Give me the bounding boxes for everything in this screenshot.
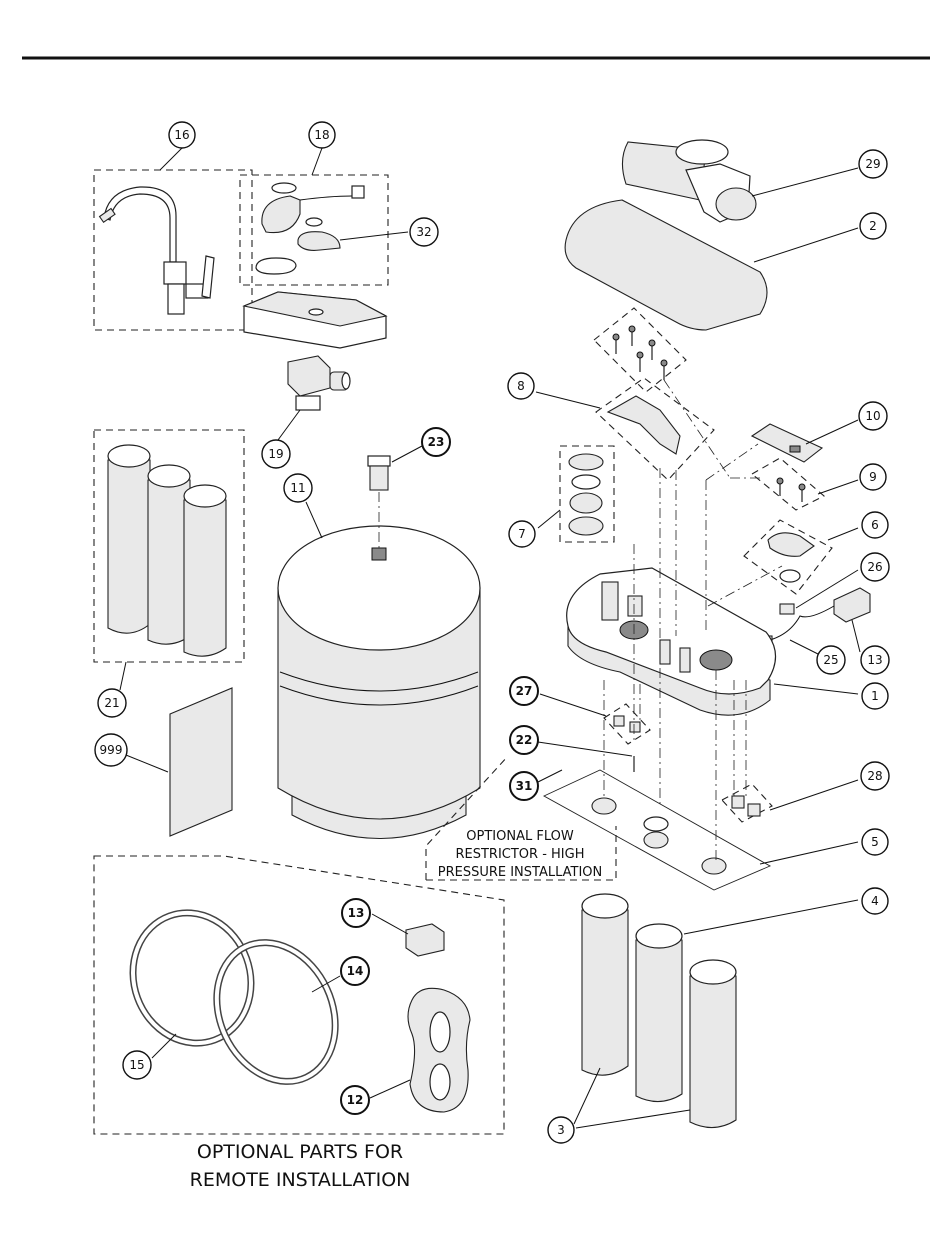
svg-text:4: 4 (871, 894, 879, 908)
svg-text:10: 10 (865, 409, 880, 423)
board-screw-box (752, 458, 824, 510)
callout-27: 27 (510, 677, 538, 705)
fitting-set-27-box (604, 704, 650, 744)
svg-text:6: 6 (871, 518, 879, 532)
storage-tank (278, 526, 480, 839)
svg-text:12: 12 (347, 1093, 364, 1107)
svg-text:32: 32 (416, 225, 431, 239)
board-screws-part (777, 478, 805, 502)
svg-text:11: 11 (290, 481, 305, 495)
flow-restrictor-note-line-2: RESTRICTOR - HIGH (455, 847, 584, 862)
screw-set-box (594, 308, 686, 392)
fittings-28 (732, 796, 760, 816)
callout-8: 8 (508, 373, 534, 399)
inlet-adapter-part (622, 140, 756, 222)
svg-text:8: 8 (517, 379, 525, 393)
plate-fittings (592, 798, 726, 874)
callout-3: 3 (548, 1117, 574, 1143)
tank-valve-part (368, 456, 390, 490)
callout-9: 9 (860, 464, 886, 490)
fittings-27 (614, 716, 640, 732)
air-gap-part (256, 183, 364, 274)
svg-text:23: 23 (428, 435, 445, 449)
connector-part (780, 604, 794, 614)
svg-text:22: 22 (516, 733, 533, 747)
svg-text:29: 29 (865, 157, 880, 171)
callout-999: 999 (95, 734, 127, 766)
callout-32: 32 (410, 218, 438, 246)
svg-text:19: 19 (268, 447, 283, 461)
remote-connector-13 (406, 924, 444, 956)
tubing-part (115, 896, 357, 1101)
svg-text:7: 7 (518, 527, 526, 541)
flow-restrictor-note-line-1: OPTIONAL FLOW (466, 829, 574, 844)
svg-text:28: 28 (867, 769, 882, 783)
svg-text:13: 13 (348, 906, 365, 920)
seals-part (569, 454, 603, 535)
callout-25: 25 (817, 646, 845, 674)
svg-text:999: 999 (100, 743, 123, 757)
remote-installation-caption-line-1: OPTIONAL PARTS FOR (197, 1141, 403, 1163)
callout-12: 12 (341, 1086, 369, 1114)
svg-text:21: 21 (104, 696, 119, 710)
callout-4: 4 (862, 888, 888, 914)
svg-text:27: 27 (516, 684, 533, 698)
svg-text:18: 18 (314, 128, 329, 142)
callout-15: 15 (123, 1051, 151, 1079)
svg-text:15: 15 (129, 1058, 144, 1072)
fitting-set-28-box (722, 784, 772, 822)
circuit-board (752, 424, 822, 462)
flow-restrictor-note-line-3: PRESSURE INSTALLATION (438, 865, 603, 880)
callout-5: 5 (862, 829, 888, 855)
cap-set-box (744, 520, 832, 594)
callout-13-remote: 13 (342, 899, 370, 927)
svg-text:9: 9 (869, 470, 877, 484)
faucet-part (100, 187, 214, 314)
power-adapter-part (762, 588, 870, 646)
svg-text:16: 16 (174, 128, 189, 142)
base-housing (567, 568, 776, 715)
svg-text:26: 26 (867, 560, 882, 574)
svg-text:31: 31 (516, 779, 533, 793)
callout-29: 29 (859, 150, 887, 178)
callout-26: 26 (861, 553, 889, 581)
svg-text:2: 2 (869, 219, 877, 233)
svg-text:25: 25 (823, 653, 838, 667)
remote-installation-caption-line-2: REMOTE INSTALLATION (190, 1169, 411, 1191)
callout-22: 22 (510, 726, 538, 754)
callout-7: 7 (509, 521, 535, 547)
callout-1: 1 (862, 683, 888, 709)
cap-part (768, 533, 814, 582)
manual-card (170, 688, 232, 836)
callout-21: 21 (98, 689, 126, 717)
callout-31: 31 (510, 772, 538, 800)
callout-19: 19 (262, 440, 290, 468)
manifold-bracket (608, 396, 680, 454)
replacement-filter-cartridges (108, 445, 226, 656)
screws-part (613, 326, 667, 380)
callout-14: 14 (341, 957, 369, 985)
membrane-cartridges (582, 894, 736, 1128)
svg-text:14: 14 (347, 964, 364, 978)
tee-fitting-part (288, 356, 350, 410)
callout-2: 2 (860, 213, 886, 239)
callout-10: 10 (859, 402, 887, 430)
callout-28: 28 (861, 762, 889, 790)
callout-11: 11 (284, 474, 312, 502)
svg-text:3: 3 (557, 1123, 565, 1137)
svg-text:13: 13 (867, 653, 882, 667)
svg-text:5: 5 (871, 835, 879, 849)
callout-16: 16 (169, 122, 195, 148)
callout-13-top: 13 (861, 646, 889, 674)
svg-text:1: 1 (871, 689, 879, 703)
callout-23: 23 (422, 428, 450, 456)
callout-18: 18 (309, 122, 335, 148)
callout-6: 6 (862, 512, 888, 538)
